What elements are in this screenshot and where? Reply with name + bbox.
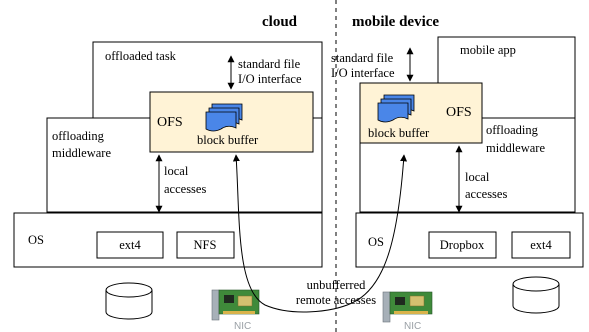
mobile-fs-ext4-box — [511, 231, 571, 259]
cloud-fs-ext4-label: ext4 — [119, 238, 141, 252]
mobile-fs-dropbox-box — [428, 231, 497, 259]
cloud-block-buffer-label: block buffer — [197, 133, 259, 147]
cloud-middleware-label-1: offloading — [52, 129, 105, 143]
cloud-interface-label-1: standard file — [238, 57, 301, 71]
cloud-heading: cloud — [262, 14, 298, 30]
remote-access-label-2: remote accesses — [296, 293, 376, 307]
mobile-fs-ext4-label: ext4 — [530, 238, 552, 252]
mobile-middleware-label-2: middleware — [486, 141, 545, 155]
mobile-heading: mobile device — [352, 14, 439, 30]
mobile-block-buffer-icon — [377, 94, 415, 123]
cloud-block-buffer-icon — [205, 103, 243, 132]
cloud-local-label-1: local — [164, 164, 189, 178]
mobile-interface-label-1: standard file — [331, 51, 394, 65]
cloud-fs-ext4-box — [96, 231, 164, 259]
remote-access-label-1: unbufferred — [307, 278, 367, 292]
mobile-interface-label-2: I/O interface — [331, 66, 395, 80]
mobile-local-label-1: local — [465, 170, 490, 184]
mobile-ofs-label: OFS — [446, 105, 472, 120]
mobile-app-label: mobile app — [460, 43, 516, 57]
cloud-middleware-label-2: middleware — [52, 146, 111, 160]
mobile-disk-icon — [512, 276, 560, 314]
mobile-os-label: OS — [368, 235, 384, 249]
unbuffered-remote-access-arrow — [232, 154, 408, 313]
cloud-disk-icon — [105, 282, 153, 320]
cloud-ofs-label: OFS — [157, 115, 183, 130]
offloaded-task-label: offloaded task — [105, 49, 177, 63]
mobile-ofs-box — [359, 82, 483, 144]
cloud-local-label-2: accesses — [164, 182, 206, 196]
cloud-nic-label: NIC — [234, 321, 251, 332]
cloud-os-box — [13, 212, 323, 268]
cloud-fs-nfs-box — [176, 231, 235, 259]
mobile-block-buffer-label: block buffer — [368, 126, 430, 140]
cloud-interface-label-2: I/O interface — [238, 72, 302, 86]
cloud-os-label: OS — [28, 233, 44, 247]
mobile-middleware-label-1: offloading — [486, 123, 539, 137]
mobile-nic-label: NIC — [404, 321, 421, 332]
cloud-nic-icon — [211, 289, 260, 321]
mobile-local-label-2: accesses — [465, 187, 507, 201]
cloud-fs-nfs-label: NFS — [194, 238, 217, 252]
mobile-fs-dropbox-label: Dropbox — [440, 238, 485, 252]
mobile-nic-icon — [382, 291, 433, 323]
